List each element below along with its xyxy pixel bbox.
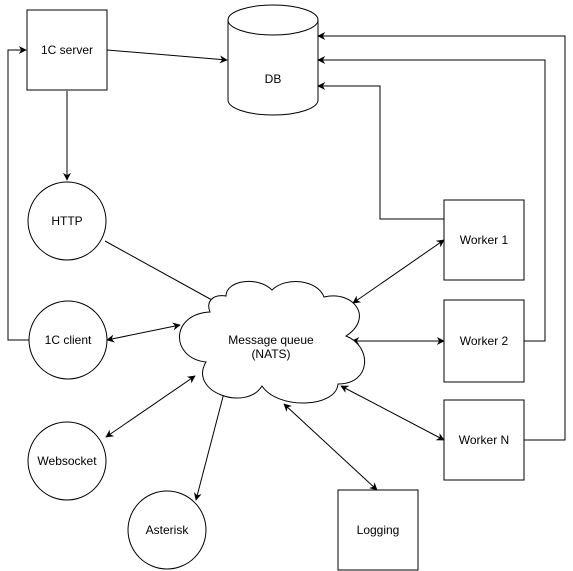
edge-logging-queue [283, 403, 378, 491]
node-websocket-label: Websocket [37, 454, 97, 468]
edge-client-to-server [7, 46, 29, 341]
edge-worker2-to-db [317, 56, 546, 342]
edge-server-to-db [106, 49, 228, 64]
node-1c-client: 1C client [28, 300, 108, 380]
node-websocket: Websocket [27, 421, 107, 501]
node-asterisk-label: Asterisk [146, 523, 190, 537]
edge-asterisk-queue [193, 388, 228, 501]
node-1c-client-label: 1C client [45, 333, 92, 347]
node-worker-2: Worker 2 [443, 299, 525, 383]
node-worker-n: Worker N [443, 399, 525, 481]
edge-http-to-queue [104, 240, 222, 306]
connectors [7, 32, 566, 501]
node-worker-1-label: Worker 1 [460, 233, 509, 247]
node-1c-server: 1C server [26, 9, 108, 91]
edge-worker1-to-db [317, 82, 444, 220]
node-http: HTTP [27, 181, 107, 261]
node-logging: Logging [337, 489, 419, 571]
node-message-queue: Message queue (NATS) [179, 280, 365, 404]
node-worker-2-label: Worker 2 [460, 334, 509, 348]
node-asterisk: Asterisk [127, 490, 207, 570]
edge-client-queue [106, 322, 181, 343]
node-db-label: DB [265, 72, 282, 86]
node-worker-n-label: Worker N [459, 433, 509, 447]
edge-websocket-queue [105, 375, 196, 438]
node-db: DB [227, 4, 319, 116]
node-message-queue-sublabel: (NATS) [251, 347, 290, 361]
node-worker-1: Worker 1 [443, 199, 525, 281]
edge-worker1-queue [352, 239, 445, 304]
node-logging-label: Logging [357, 523, 400, 537]
node-message-queue-label: Message queue [228, 333, 314, 347]
edge-workerN-queue [340, 385, 445, 441]
edge-workerN-to-db [317, 32, 566, 441]
node-1c-server-label: 1C server [41, 43, 93, 57]
node-http-label: HTTP [51, 214, 82, 228]
